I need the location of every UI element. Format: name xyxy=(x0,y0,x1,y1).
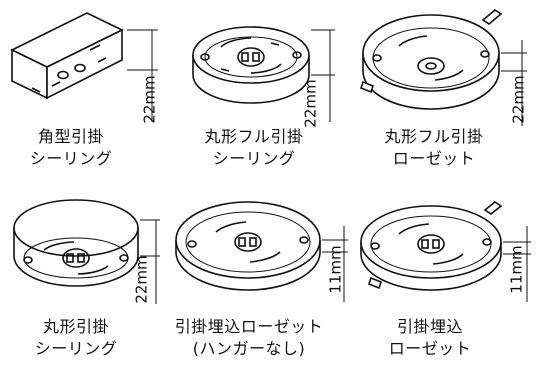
round-ceiling-illustration xyxy=(13,199,160,304)
height-dimension: 22mm xyxy=(509,75,528,124)
item-caption: 引掛埋込 ローゼット xyxy=(355,316,505,360)
item-round-ceiling: 22mm 丸形引掛 シーリング xyxy=(0,186,175,367)
round-full-ceiling-illustration xyxy=(192,26,335,122)
caption-line2: ローゼット xyxy=(392,149,476,168)
height-dimension: 22mm xyxy=(301,79,320,128)
height-dimension: 11mm xyxy=(507,245,526,294)
height-dimension: 22mm xyxy=(132,255,151,304)
square-ceiling-illustration xyxy=(10,12,158,122)
item-recessed-rosette: 11mm 引掛埋込 ローゼット xyxy=(355,186,550,367)
caption-line1: 引掛埋込 xyxy=(396,317,463,336)
item-caption: 角型引掛 シーリング xyxy=(0,126,142,170)
caption-line2: (ハンガーなし) xyxy=(192,339,306,358)
caption-line2: シーリング xyxy=(212,149,296,168)
caption-line2: ローゼット xyxy=(388,339,472,358)
caption-line1: 丸形引掛 xyxy=(42,317,109,336)
item-round-full-ceiling: 22mm 丸形フル引掛 シーリング xyxy=(183,0,366,183)
caption-line1: 引掛埋込ローゼット xyxy=(174,317,324,336)
height-dimension: 11mm xyxy=(326,245,345,294)
caption-line1: 角型引掛 xyxy=(37,127,104,146)
caption-line2: シーリング xyxy=(34,339,118,358)
round-full-rosette-illustration xyxy=(360,9,527,126)
item-square-ceiling: 22mm 角型引掛 シーリング xyxy=(0,0,183,183)
item-caption: 引掛埋込ローゼット (ハンガーなし) xyxy=(160,316,338,360)
item-round-full-rosette: 22mm 丸形フル引掛 ローゼット xyxy=(355,0,550,183)
recessed-rosette-no-hanger-illustration xyxy=(175,201,348,302)
item-caption: 丸形引掛 シーリング xyxy=(0,316,152,360)
item-caption: 丸形フル引掛 ローゼット xyxy=(355,126,513,170)
caption-line1: 丸形フル引掛 xyxy=(384,127,484,146)
item-caption: 丸形フル引掛 シーリング xyxy=(183,126,325,170)
recessed-rosette-illustration xyxy=(360,201,531,302)
caption-line2: シーリング xyxy=(29,149,113,168)
item-recessed-rosette-no-hanger: 11mm 引掛埋込ローゼット (ハンガーなし) xyxy=(168,186,358,367)
height-dimension: 22mm xyxy=(140,75,159,124)
caption-line1: 丸形フル引掛 xyxy=(204,127,304,146)
